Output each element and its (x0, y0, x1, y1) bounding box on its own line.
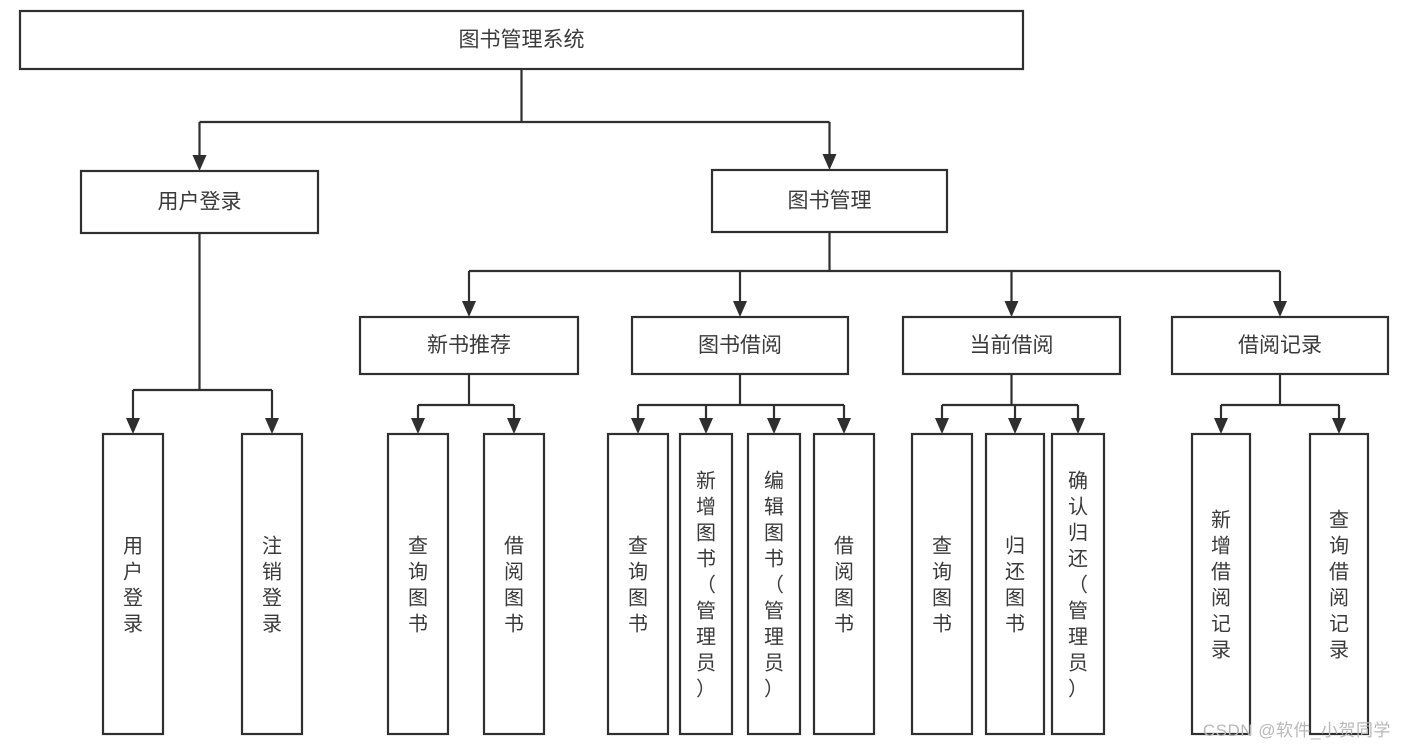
node-leaf-query-book-2[interactable]: 查询图书 (606, 432, 670, 736)
node-leaf-add-book-label: 新增图书（管理员） (696, 469, 716, 700)
node-leaf-user-login-label: 用户登录 (123, 535, 143, 635)
node-root-system-box (18, 9, 1025, 71)
arrow-head-icon (699, 418, 713, 434)
node-leaf-confirm-return[interactable]: 确认归还（管理员） (1050, 432, 1106, 736)
node-user-login[interactable]: 用户登录 (79, 169, 320, 235)
node-leaf-borrow-book-1[interactable]: 借阅图书 (482, 432, 546, 736)
connector-lines (126, 69, 1346, 434)
node-leaf-edit-book[interactable]: 编辑图书（管理员） (746, 432, 802, 736)
arrow-head-icon (126, 418, 140, 434)
arrow-head-icon (192, 155, 207, 171)
arrow-head-icon (1071, 418, 1085, 434)
node-leaf-user-login-box (101, 432, 165, 736)
node-leaf-add-record-box (1190, 432, 1252, 736)
node-leaf-logout[interactable]: 注销登录 (240, 432, 304, 736)
node-borrow-records-label: 借阅记录 (1238, 334, 1322, 357)
node-root-system-label: 图书管理系统 (459, 29, 585, 52)
node-leaf-return-book-label: 归还图书 (1005, 534, 1025, 635)
node-book-borrow-box (630, 315, 850, 376)
node-leaf-logout-box (240, 432, 304, 736)
node-new-book-recommend[interactable]: 新书推荐 (358, 315, 580, 376)
node-leaf-query-book-1-box (386, 432, 450, 736)
node-leaf-add-record-label: 新增借阅记录 (1211, 508, 1231, 661)
node-leaf-borrow-book-1-box (482, 432, 546, 736)
arrow-head-icon (733, 301, 747, 317)
node-leaf-borrow-book-2-label: 借阅图书 (834, 534, 854, 635)
node-leaf-query-record[interactable]: 查询借阅记录 (1308, 432, 1370, 736)
node-current-borrow[interactable]: 当前借阅 (901, 315, 1122, 376)
node-root-system[interactable]: 图书管理系统 (18, 9, 1025, 71)
node-leaf-query-book-3[interactable]: 查询图书 (910, 432, 974, 736)
node-leaf-borrow-book-2-box (812, 432, 876, 736)
node-leaf-add-record[interactable]: 新增借阅记录 (1190, 432, 1252, 736)
node-leaf-add-book-box (678, 432, 734, 736)
node-current-borrow-label: 当前借阅 (970, 334, 1054, 357)
node-leaf-query-book-3-box (910, 432, 974, 736)
arrow-head-icon (1273, 301, 1287, 317)
node-book-borrow-label: 图书借阅 (698, 334, 782, 357)
arrow-head-icon (1008, 418, 1022, 434)
arrow-head-icon (411, 418, 425, 434)
arrow-head-icon (507, 418, 521, 434)
node-user-login-label: 用户登录 (158, 191, 242, 214)
node-leaf-query-book-1-label: 查询图书 (408, 534, 428, 635)
node-leaf-return-book-box (984, 432, 1046, 736)
arrow-head-icon (462, 301, 476, 317)
node-borrow-records[interactable]: 借阅记录 (1170, 315, 1390, 376)
node-book-management[interactable]: 图书管理 (710, 168, 949, 234)
node-leaf-logout-label: 注销登录 (262, 534, 282, 635)
node-leaf-query-record-label: 查询借阅记录 (1329, 508, 1349, 661)
node-leaf-borrow-book-2[interactable]: 借阅图书 (812, 432, 876, 736)
node-new-book-recommend-label: 新书推荐 (427, 334, 511, 357)
node-leaf-confirm-return-label: 确认归还（管理员） (1068, 469, 1088, 700)
node-book-management-label: 图书管理 (788, 190, 872, 213)
arrow-head-icon (822, 154, 837, 170)
node-leaf-query-book-3-label: 查询图书 (932, 534, 952, 635)
node-book-borrow[interactable]: 图书借阅 (630, 315, 850, 376)
node-leaf-query-record-box (1308, 432, 1370, 736)
node-new-book-recommend-box (358, 315, 580, 376)
node-leaf-return-book[interactable]: 归还图书 (984, 432, 1046, 736)
node-leaf-query-book-2-label: 查询图书 (628, 534, 648, 635)
node-leaf-confirm-return-box (1050, 432, 1106, 736)
arrow-head-icon (767, 418, 781, 434)
arrow-head-icon (1004, 301, 1019, 317)
arrow-head-icon (265, 418, 279, 434)
node-leaf-query-book-2-box (606, 432, 670, 736)
node-leaf-query-book-1[interactable]: 查询图书 (386, 432, 450, 736)
arrow-head-icon (935, 418, 949, 434)
node-book-management-box (710, 168, 949, 234)
node-leaf-edit-book-box (746, 432, 802, 736)
node-user-login-box (79, 169, 320, 235)
node-leaf-user-login[interactable]: 用户登录 (101, 432, 165, 736)
node-leaf-edit-book-label: 编辑图书（管理员） (764, 469, 784, 700)
arrow-head-icon (631, 418, 645, 434)
node-leaf-add-book[interactable]: 新增图书（管理员） (678, 432, 734, 736)
diagram-nodes: 图书管理系统用户登录图书管理新书推荐图书借阅当前借阅借阅记录用户登录注销登录查询… (18, 9, 1390, 736)
arrow-head-icon (837, 418, 851, 434)
node-borrow-records-box (1170, 315, 1390, 376)
node-leaf-borrow-book-1-label: 借阅图书 (504, 534, 524, 635)
arrow-head-icon (1332, 418, 1346, 434)
arrow-head-icon (1214, 418, 1228, 434)
node-current-borrow-box (901, 315, 1122, 376)
